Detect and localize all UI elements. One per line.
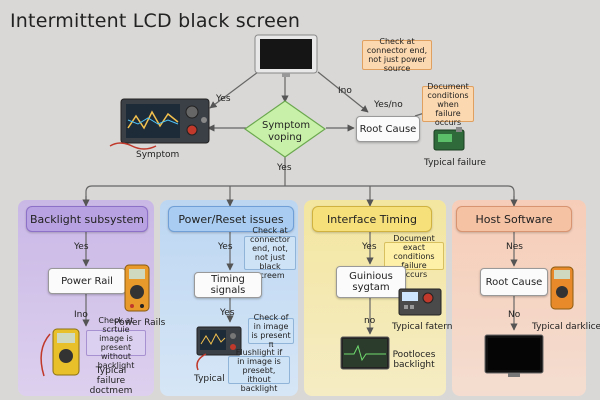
failure-module-icon bbox=[433, 127, 465, 151]
typical-failure-doc-caption: Typical failure doctmem bbox=[89, 366, 133, 396]
yes-left-label: Yes bbox=[216, 94, 231, 104]
multimeter-icon-2 bbox=[52, 328, 80, 376]
col1-no-label: Yes bbox=[220, 308, 235, 318]
root-cause-host-box: Root Cause bbox=[480, 268, 548, 296]
typical-fatern-caption: Typical fatern bbox=[392, 322, 453, 332]
col3-no-label: No bbox=[508, 310, 521, 320]
interface-timing-header: Interface Timing bbox=[312, 206, 432, 232]
oscilloscope-icon bbox=[120, 98, 210, 144]
monitor-waveform-icon bbox=[340, 336, 390, 370]
power-reset-header: Power/Reset issues bbox=[168, 206, 294, 232]
diagram-title: Intermittent LCD black screen bbox=[10, 10, 301, 32]
col2-yes-label: Yes bbox=[362, 242, 377, 252]
host-software-header: Host Software bbox=[456, 206, 572, 232]
yes-down-label: Yes bbox=[277, 163, 292, 173]
power-rails-caption: Power Rails bbox=[114, 318, 166, 328]
signal-generator-icon bbox=[398, 288, 442, 316]
typical-failure-caption: Typical failure bbox=[424, 158, 486, 168]
symptom-caption: Symptom bbox=[136, 150, 180, 160]
col0-no-label: Ino bbox=[74, 310, 88, 320]
col3-yes-label: Nes bbox=[506, 242, 523, 252]
typical-caption: Typical bbox=[194, 374, 225, 384]
backlight-check-note: Check at scrtuie image is present withou… bbox=[86, 316, 146, 370]
backlight-subsystem-header: Backlight subsystem bbox=[26, 206, 148, 232]
typical-darklicen-caption: Typical darklicen bbox=[532, 322, 600, 332]
flashlight-note: Flushlight if in image is presebt, ithou… bbox=[228, 348, 290, 393]
guinious-system-box: Guinious sygtam bbox=[336, 266, 406, 298]
ino-label: Ino bbox=[338, 86, 352, 96]
connector-end-note: Check at connector end, not, not just bl… bbox=[244, 226, 296, 280]
lcd-monitor-icon bbox=[254, 34, 318, 77]
multimeter-icon-3 bbox=[550, 266, 574, 310]
yes-no-label: Yes/no bbox=[374, 100, 403, 110]
pootloces-backlight-caption: Pootloces backlight bbox=[392, 350, 436, 370]
power-rail-box: Power Rail bbox=[48, 268, 126, 294]
probe-cable-icon-2 bbox=[196, 353, 207, 371]
root-cause-top-box: Root Cause bbox=[356, 116, 420, 142]
diamond-label: Symptom voping bbox=[262, 120, 311, 143]
col2-no-label: no bbox=[364, 316, 376, 326]
dark-lcd-panel-icon bbox=[484, 334, 544, 377]
probe-cable-icon bbox=[109, 142, 157, 150]
connector-check-note: Check at connector end, not just power s… bbox=[362, 37, 432, 73]
oscilloscope-small-icon bbox=[196, 326, 242, 356]
timing-signals-box: Timing signals bbox=[194, 272, 262, 298]
image-present-note: Check of in image is present π bbox=[248, 313, 294, 349]
col0-yes-label: Yes bbox=[74, 242, 89, 252]
document-exact-note: Document exact conditions failure occurs bbox=[384, 234, 444, 279]
symptom-decision-diamond bbox=[244, 100, 326, 158]
test-lead-icon bbox=[40, 333, 51, 377]
col1-yes-label: Yes bbox=[218, 242, 233, 252]
multimeter-icon bbox=[124, 264, 150, 312]
document-conditions-note: Document conditions when failure occurs bbox=[422, 82, 474, 127]
